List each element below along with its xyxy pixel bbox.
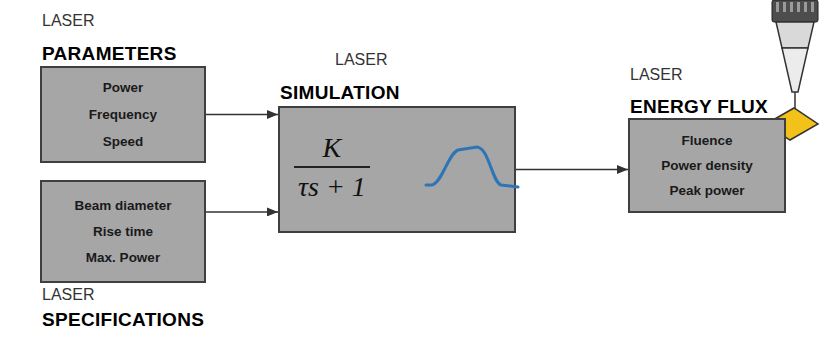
transfer-numerator: K [317,130,348,166]
flux-item: Power density [661,153,753,178]
section-title: PARAMETERS [42,43,177,65]
parameter-item: Speed [103,128,144,155]
laser-nozzle [782,48,808,92]
section-label: LASER [42,12,94,30]
laser-rib [790,2,793,12]
simulation-box: LASERSIMULATIONKτs + 1 [278,106,516,233]
flow-arrow [516,169,628,171]
box-body: FluencePower densityPeak power [630,120,784,211]
pulse-line [426,147,518,187]
specification-item: Beam diameter [75,193,172,219]
flow-arrow [206,211,278,213]
box-body: Beam diameterRise timeMax. Power [42,182,204,281]
parameter-item: Power [103,74,144,101]
transfer-denominator: τs + 1 [294,166,370,206]
laser-rib [776,2,779,12]
parameter-item: Frequency [89,101,157,128]
parameters-box: LASERPARAMETERSPowerFrequencySpeed [40,66,206,163]
box-body: PowerFrequencySpeed [42,68,204,161]
specifications-box: Beam diameterRise timeMax. PowerLASERSPE… [40,180,206,283]
flow-arrow [206,114,278,116]
flux-item: Fluence [681,128,732,153]
section-label: LASER [335,51,387,69]
specification-item: Rise time [93,219,153,245]
transfer-function: Kτs + 1 [294,130,370,206]
laser-rib [783,2,786,12]
laser-rib [811,2,814,12]
section-label: LASER [630,66,682,84]
energy-flux-box: LASERENERGY FLUXFluencePower densityPeak… [628,118,786,213]
laser-rib [804,2,807,12]
specification-item: Max. Power [86,245,160,271]
laser-body [776,22,814,48]
laser-rib [797,2,800,12]
section-title: SPECIFICATIONS [42,309,204,331]
section-label: LASER [42,286,94,304]
section-title: SIMULATION [280,82,400,104]
flux-item: Peak power [669,178,744,203]
laser-head-top [772,0,818,22]
section-title: ENERGY FLUX [630,96,768,118]
